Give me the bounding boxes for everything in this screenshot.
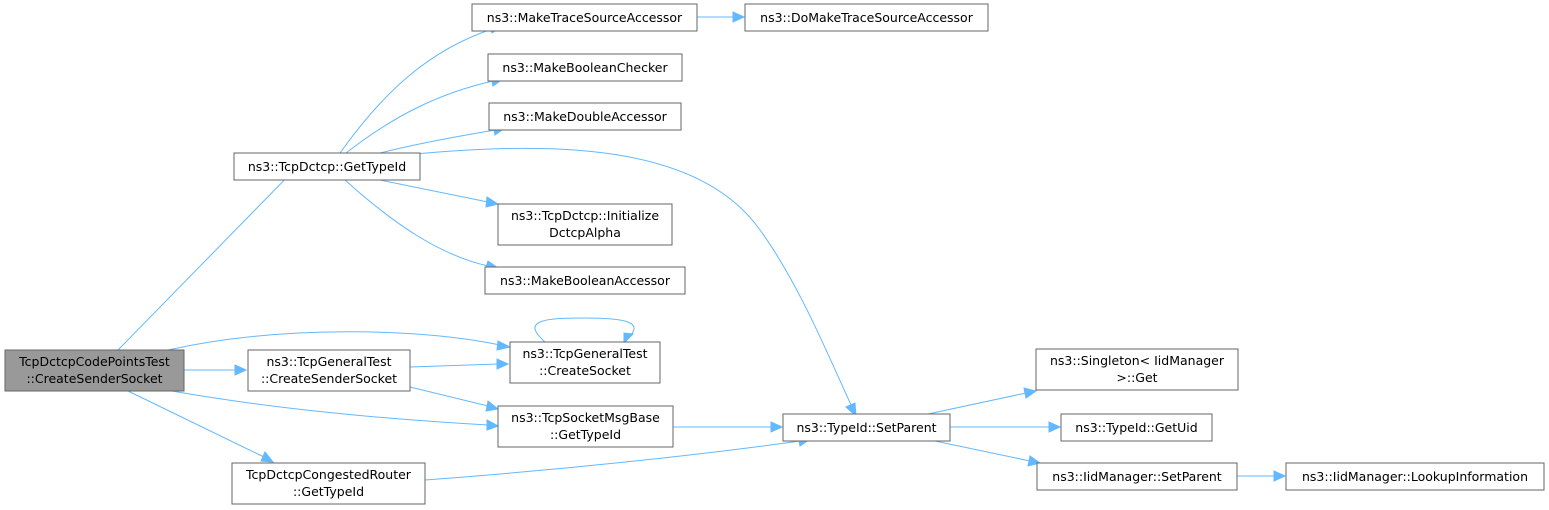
- edge-setparent-to-iidmanager-setparent: [934, 440, 1042, 467]
- node-iidmanager-setparent[interactable]: ns3::IidManager::SetParent: [1036, 462, 1238, 491]
- edge-gettypeid-to-makebooleanaccessor: [344, 179, 500, 271]
- node-tcpdctcp-initializedctcpalpha[interactable]: ns3::TcpDctcp::Initialize DctcpAlpha: [497, 203, 673, 246]
- node-tcpgeneraltest-createsocket[interactable]: ns3::TcpGeneralTest ::CreateSocket: [509, 341, 661, 384]
- node-tcpgeneraltest-createsendersocket[interactable]: ns3::TcpGeneralTest ::CreateSenderSocket: [247, 349, 411, 392]
- edge-gettypeid-to-makedoubleaccessor: [379, 124, 507, 154]
- edge-gettypeid-to-typeid-setparent: [404, 147, 857, 418]
- node-tcpsocketmsgbase-gettypeid[interactable]: ns3::TcpSocketMsgBase ::GetTypeId: [497, 405, 674, 448]
- svg-text:ns3::TcpGeneralTest: ns3::TcpGeneralTest: [266, 354, 391, 369]
- svg-text:ns3::TcpDctcp::GetTypeId: ns3::TcpDctcp::GetTypeId: [248, 159, 406, 174]
- svg-text:ns3::DoMakeTraceSourceAccessor: ns3::DoMakeTraceSourceAccessor: [760, 10, 974, 25]
- svg-text:ns3::MakeBooleanAccessor: ns3::MakeBooleanAccessor: [500, 273, 671, 288]
- svg-text:DctcpAlpha: DctcpAlpha: [549, 225, 621, 240]
- svg-text:::CreateSenderSocket: ::CreateSenderSocket: [261, 371, 397, 386]
- svg-text:TcpDctcpCodePointsTest: TcpDctcpCodePointsTest: [18, 354, 170, 369]
- edge-maketracesourceaccessor-to-domaketracesourceaccessor: [697, 11, 746, 23]
- edge-setparent-to-singleton-get: [927, 387, 1038, 415]
- svg-text:ns3::MakeDoubleAccessor: ns3::MakeDoubleAccessor: [503, 109, 667, 124]
- svg-text:>::Get: >::Get: [1116, 370, 1157, 385]
- node-tcpdctcpcongestedrouter-gettypeid[interactable]: TcpDctcpCongestedRouter ::GetTypeId: [231, 462, 426, 505]
- edge-iidmanager-setparent-to-lookupinformation: [1237, 470, 1287, 482]
- svg-text:TcpDctcpCongestedRouter: TcpDctcpCongestedRouter: [245, 467, 412, 482]
- node-iidmanager-lookupinformation[interactable]: ns3::IidManager::LookupInformation: [1285, 462, 1545, 491]
- node-maketracesourceaccessor[interactable]: ns3::MakeTraceSourceAccessor: [471, 3, 698, 32]
- svg-text:ns3::Singleton< IidManager: ns3::Singleton< IidManager: [1050, 353, 1225, 368]
- svg-text:::CreateSenderSocket: ::CreateSenderSocket: [26, 371, 162, 386]
- node-domaketracesourceaccessor[interactable]: ns3::DoMakeTraceSourceAccessor: [744, 3, 989, 32]
- node-typeid-getuid[interactable]: ns3::TypeId::GetUid: [1060, 413, 1213, 442]
- node-tcpdctcpcodepointstest-createsendersocket[interactable]: TcpDctcpCodePointsTest ::CreateSenderSoc…: [4, 349, 185, 392]
- svg-text:::GetTypeId: ::GetTypeId: [293, 484, 364, 499]
- svg-text:ns3::TypeId::SetParent: ns3::TypeId::SetParent: [796, 420, 936, 435]
- edge-generaltest-createsendersocket-to-socketmsgbase: [409, 386, 500, 412]
- node-singleton-iidmanager-get[interactable]: ns3::Singleton< IidManager >::Get: [1035, 348, 1239, 391]
- svg-text:ns3::IidManager::SetParent: ns3::IidManager::SetParent: [1052, 469, 1222, 484]
- edge-root-to-tcpdctcp-gettypeid: [117, 155, 309, 351]
- svg-text:ns3::TcpSocketMsgBase: ns3::TcpSocketMsgBase: [511, 410, 660, 425]
- edge-gettypeid-to-initializedctcpalpha: [379, 179, 500, 208]
- edge-socketmsgbase-to-typeid-setparent: [673, 421, 784, 433]
- edge-root-to-congestedrouter-gettypeid: [127, 390, 275, 463]
- svg-text:ns3::MakeBooleanChecker: ns3::MakeBooleanChecker: [502, 60, 668, 75]
- edge-createsocket-self-loop: [534, 317, 635, 345]
- edge-root-to-generaltest-createsendersocket: [184, 364, 248, 376]
- svg-text:::CreateSocket: ::CreateSocket: [539, 363, 631, 378]
- svg-text:ns3::MakeTraceSourceAccessor: ns3::MakeTraceSourceAccessor: [487, 10, 683, 25]
- svg-text:::GetTypeId: ::GetTypeId: [550, 427, 621, 442]
- node-tcpdctcp-gettypeid[interactable]: ns3::TcpDctcp::GetTypeId: [233, 152, 421, 181]
- node-makebooleanaccessor[interactable]: ns3::MakeBooleanAccessor: [484, 266, 686, 295]
- svg-text:ns3::TcpGeneralTest: ns3::TcpGeneralTest: [522, 346, 647, 361]
- edge-root-to-socketmsgbase-gettypeid: [171, 390, 500, 431]
- svg-text:ns3::TcpDctcp::Initialize: ns3::TcpDctcp::Initialize: [511, 208, 659, 223]
- edge-setparent-to-getuid: [950, 421, 1062, 433]
- node-makebooleanchecker[interactable]: ns3::MakeBooleanChecker: [487, 53, 683, 82]
- svg-text:ns3::IidManager::LookupInforma: ns3::IidManager::LookupInformation: [1302, 469, 1528, 484]
- edge-gettypeid-to-maketracesourceaccessor: [339, 23, 504, 154]
- edge-root-to-createsocket: [167, 331, 512, 351]
- svg-text:ns3::TypeId::GetUid: ns3::TypeId::GetUid: [1075, 420, 1197, 435]
- node-typeid-setparent[interactable]: ns3::TypeId::SetParent: [782, 413, 951, 442]
- edge-generaltest-createsendersocket-to-createsocket: [409, 358, 510, 370]
- node-makedoubleaccessor[interactable]: ns3::MakeDoubleAccessor: [488, 102, 682, 131]
